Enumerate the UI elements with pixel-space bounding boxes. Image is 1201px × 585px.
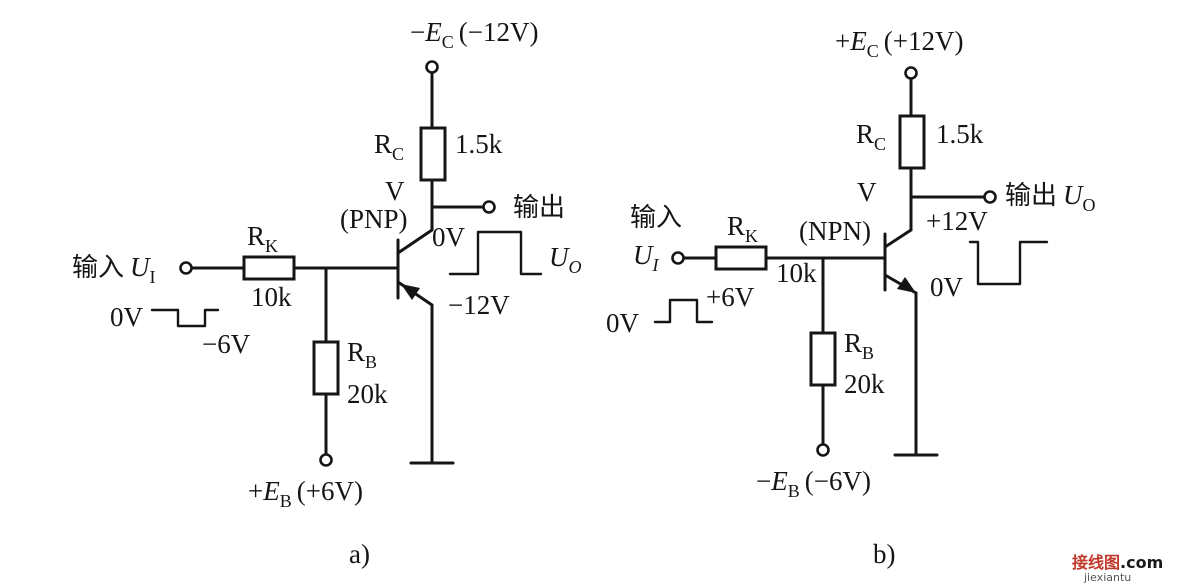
input-waveform-a [150,308,220,328]
watermark-subtext: jiexiantu [1083,571,1131,584]
supply-ec-label-a: −EC(−12V) [410,17,538,52]
output-terminal-a [482,200,496,214]
input-wave-high-a: 0V [110,302,144,332]
rb-label-b: RB [844,328,874,363]
rc-value-b: 1.5k [936,119,984,149]
input-terminal-a [179,261,193,275]
resistor-rb-a [312,340,340,396]
input-wave-low-a: −6V [202,329,251,359]
supply-ec-terminal-b [904,66,918,80]
resistor-rb-b [809,331,837,387]
rb-label-a: RB [347,337,377,372]
watermark-suffix: .com [1120,553,1163,572]
rk-value-a: 10k [251,282,292,312]
caption-a: a) [349,539,370,569]
rc-label-a: RC [374,129,404,164]
watermark-logo: 接线图.com jiexiantu [1072,553,1163,584]
output-waveform-b [968,240,1049,286]
rc-value-a: 1.5k [455,129,503,159]
output-waveform-a [448,230,543,276]
bias-eb-terminal-b [816,443,830,457]
transistor-type-b: (NPN) [799,216,871,246]
output-wave-label-a: UO [549,242,582,277]
transistor-name-a: V [385,176,405,206]
transistor-name-b: V [857,177,877,207]
circuit-a [150,60,543,467]
resistor-rk-a [242,255,296,281]
transistor-collector-lead-b [883,228,913,249]
bias-eb-terminal-a [319,453,333,467]
rk-label-b: RK [727,211,758,246]
input-u-label-b: UI [633,240,660,275]
rk-value-b: 10k [776,258,817,288]
resistor-rc-b [898,114,926,170]
resistor-rk-b [714,245,768,271]
svg-text:接线图.com: 接线图.com [1072,553,1163,572]
emitter-arrow-icon-b [897,277,916,293]
rc-label-b: RC [856,119,886,154]
transistor-type-a: (PNP) [340,204,408,234]
caption-b: b) [873,539,896,569]
output-high-b: +12V [926,206,988,236]
input-waveform-b [653,298,714,324]
watermark-text: 接线图 [1072,553,1120,572]
output-label-a: 输出 [513,193,565,223]
supply-ec-terminal-a [425,60,439,74]
bias-eb-label-b: −EB(−6V) [756,466,871,501]
output-terminal-b [983,190,997,204]
supply-ec-label-b: +EC(+12V) [835,26,963,61]
rb-value-a: 20k [347,379,388,409]
input-wave-low-b: 0V [606,308,640,338]
transistor-collector-lead-a [396,228,434,255]
rk-label-a: RK [247,221,278,256]
output-high-a: −12V [448,290,510,320]
input-label-b: 输入 [630,203,682,233]
emitter-arrow-icon-a [401,284,420,300]
resistor-rc-a [419,126,447,182]
output-low-a: 0V [432,222,466,252]
circuit-b [653,66,1049,457]
output-low-b: 0V [930,272,964,302]
input-wave-high-b: +6V [706,282,755,312]
rb-value-b: 20k [844,369,885,399]
input-terminal-b [671,251,685,265]
bias-eb-label-a: +EB(+6V) [248,476,363,511]
